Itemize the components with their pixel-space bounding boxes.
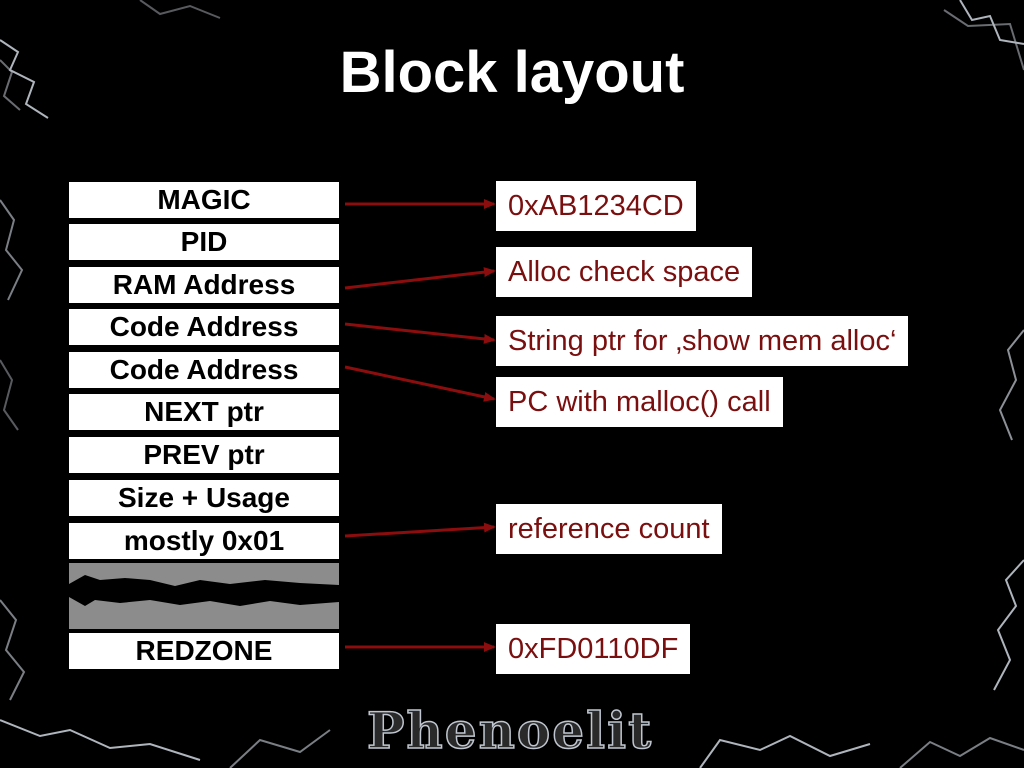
block-next-ptr: NEXT ptr: [69, 394, 339, 430]
phenoelit-logo: Phenoelit: [366, 700, 653, 761]
block-ram-address: RAM Address: [69, 267, 339, 303]
arrow-code-address-2: [344, 365, 496, 402]
arrow-mostly-0x01: [344, 522, 496, 538]
arrow-ram-address: [344, 267, 496, 290]
block-redzone: REDZONE: [69, 633, 339, 669]
block-prev-ptr: PREV ptr: [69, 437, 339, 473]
block-mostly-0x01: mostly 0x01: [69, 523, 339, 559]
block-magic: MAGIC: [69, 182, 339, 218]
note-pc-malloc: PC with malloc() call: [496, 377, 783, 427]
svg-text:Phenoelit: Phenoelit: [367, 701, 653, 760]
block-code-address-1: Code Address: [69, 309, 339, 345]
note-magic-value: 0xAB1234CD: [496, 181, 696, 231]
block-size-usage: Size + Usage: [69, 480, 339, 516]
block-code-address-2: Code Address: [69, 352, 339, 388]
arrow-code-address-1: [344, 322, 496, 344]
note-reference-count: reference count: [496, 504, 722, 554]
note-alloc-check-space: Alloc check space: [496, 247, 753, 297]
note-string-ptr: String ptr for ‚show mem alloc‘: [496, 316, 909, 366]
block-pid: PID: [69, 224, 339, 260]
note-redzone-value: 0xFD0110DF: [496, 624, 691, 674]
slide-title: Block layout: [339, 40, 685, 105]
